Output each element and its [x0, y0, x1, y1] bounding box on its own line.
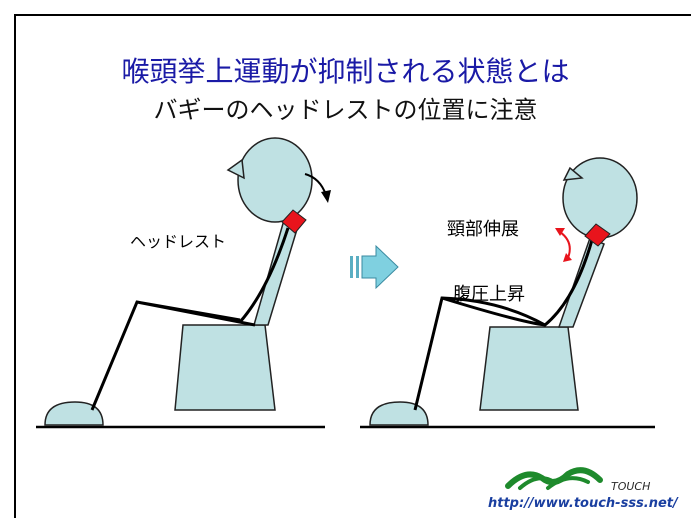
torso-right	[441, 239, 594, 327]
logo-brand: TOUCH	[611, 480, 651, 493]
frame-top	[14, 14, 691, 16]
neck-arrow-curve	[559, 231, 571, 259]
frame-left	[14, 14, 16, 518]
foot-left	[44, 401, 104, 426]
headrest-right	[584, 223, 611, 247]
headrest-left	[281, 209, 307, 234]
neck-arrow-head-bottom	[563, 253, 572, 262]
legs-left	[90, 300, 256, 411]
backrest-right	[557, 236, 605, 328]
label-headrest: ヘッドレスト	[130, 232, 227, 251]
rotation-arrow-head	[321, 190, 331, 203]
nose-left	[226, 158, 245, 180]
neck-arrow-head-top	[555, 228, 565, 236]
nose-right	[562, 166, 584, 181]
label-abdominal-pressure: 腹圧上昇	[453, 284, 525, 305]
slide-title: 喉頭挙上運動が抑制される状態とは	[121, 55, 570, 88]
logo-url[interactable]: http://www.touch-sss.net/	[488, 496, 678, 511]
figure-left	[44, 137, 331, 426]
figure-right	[369, 157, 638, 426]
label-neck-extension: 頸部伸展	[447, 219, 519, 240]
seat-right	[479, 326, 579, 411]
seat-left	[174, 324, 276, 411]
head-left	[237, 137, 313, 223]
transition-arrow	[350, 244, 399, 290]
foot-right	[369, 401, 429, 426]
touch-logo	[505, 467, 603, 490]
torso-left	[238, 227, 290, 323]
head-right	[562, 157, 638, 239]
slide-subtitle: バギーのヘッドレストの位置に注意	[153, 96, 538, 124]
backrest-left	[253, 218, 299, 326]
